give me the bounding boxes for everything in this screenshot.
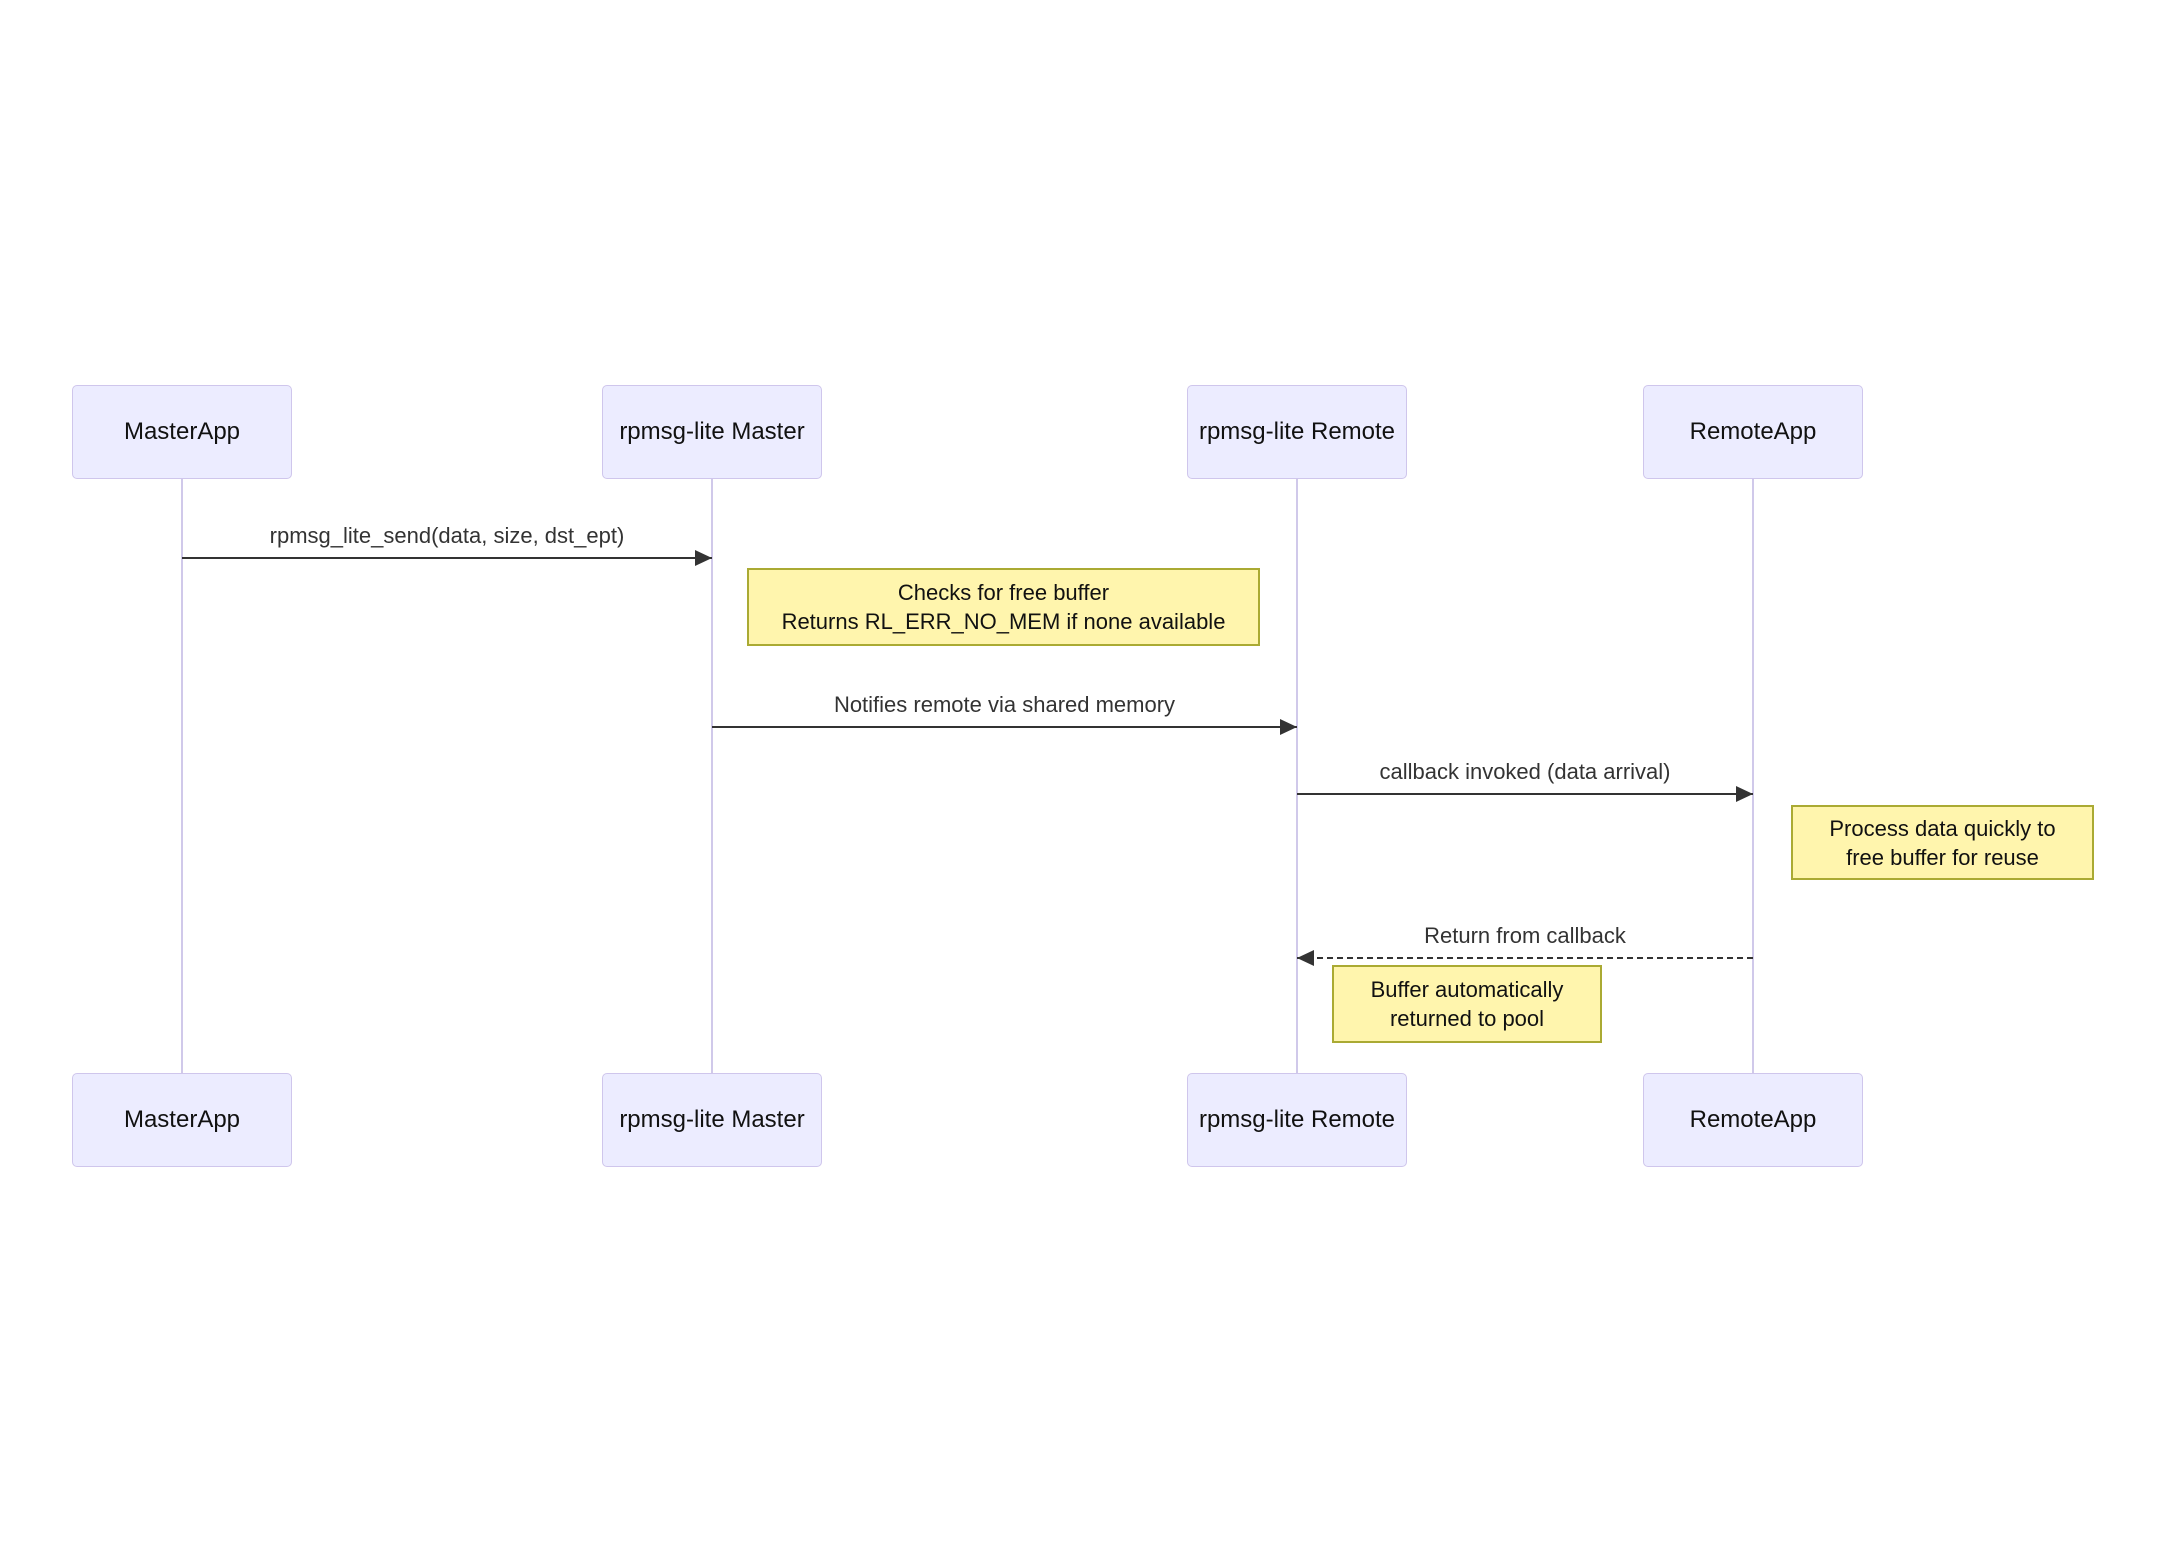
actor-rpmsg-lite-remote-bottom: rpmsg-lite Remote	[1187, 1073, 1407, 1167]
actor-remoteapp-top: RemoteApp	[1643, 385, 1863, 479]
arrow-line	[1297, 793, 1753, 795]
message-label: callback invoked (data arrival)	[1379, 759, 1671, 784]
lifeline-rpmsg-lite-master	[711, 479, 713, 1073]
note-line: Returns RL_ERR_NO_MEM if none available	[781, 609, 1226, 634]
arrowhead-right-icon	[1736, 786, 1753, 802]
message-callback-invoked: callback invoked (data arrival)	[1297, 757, 1753, 802]
lifeline-rpmsg-lite-remote	[1296, 479, 1298, 1073]
actor-label: rpmsg-lite Remote	[1198, 1106, 1396, 1133]
message-notifies-remote: Notifies remote via shared memory	[712, 690, 1297, 735]
note-checks-free-buffer: Checks for free buffer Returns RL_ERR_NO…	[747, 568, 1260, 646]
note-line: returned to pool	[1389, 1006, 1545, 1031]
note-line: free buffer for reuse	[1846, 844, 2039, 870]
actor-remoteapp-bottom: RemoteApp	[1643, 1073, 1863, 1167]
message-label: Return from callback	[1424, 923, 1626, 948]
actor-label: rpmsg-lite Master	[619, 1106, 805, 1133]
actor-rpmsg-lite-master-top: rpmsg-lite Master	[602, 385, 822, 479]
actor-masterapp-top: MasterApp	[72, 385, 292, 479]
note-buffer-returned-to-pool: Buffer automatically returned to pool	[1332, 965, 1602, 1043]
arrow-line	[182, 557, 712, 559]
actor-rpmsg-lite-remote-top: rpmsg-lite Remote	[1187, 385, 1407, 479]
message-rpmsg-lite-send: rpmsg_lite_send(data, size, dst_ept)	[182, 521, 712, 566]
lifeline-masterapp	[181, 479, 183, 1073]
actor-label: MasterApp	[123, 418, 241, 445]
arrowhead-left-icon	[1297, 950, 1314, 966]
message-return-from-callback: Return from callback	[1297, 921, 1753, 966]
actor-label: rpmsg-lite Remote	[1198, 418, 1396, 445]
message-label: Notifies remote via shared memory	[833, 692, 1176, 717]
note-line: Checks for free buffer	[897, 580, 1110, 605]
arrow-line	[712, 726, 1297, 728]
actor-masterapp-bottom: MasterApp	[72, 1073, 292, 1167]
actor-label: MasterApp	[123, 1106, 241, 1133]
actor-label: RemoteApp	[1689, 1106, 1817, 1133]
arrowhead-right-icon	[1280, 719, 1297, 735]
message-label: rpmsg_lite_send(data, size, dst_ept)	[269, 523, 625, 548]
actor-label: rpmsg-lite Master	[619, 418, 805, 445]
arrowhead-right-icon	[695, 550, 712, 566]
arrow-line-dashed	[1297, 957, 1753, 959]
note-process-data-quickly: Process data quickly to free buffer for …	[1791, 805, 2094, 880]
actor-rpmsg-lite-master-bottom: rpmsg-lite Master	[602, 1073, 822, 1167]
note-line: Process data quickly to	[1829, 815, 2056, 841]
actor-label: RemoteApp	[1689, 418, 1817, 445]
lifeline-remoteapp	[1752, 479, 1754, 1073]
note-line: Buffer automatically	[1370, 977, 1564, 1002]
